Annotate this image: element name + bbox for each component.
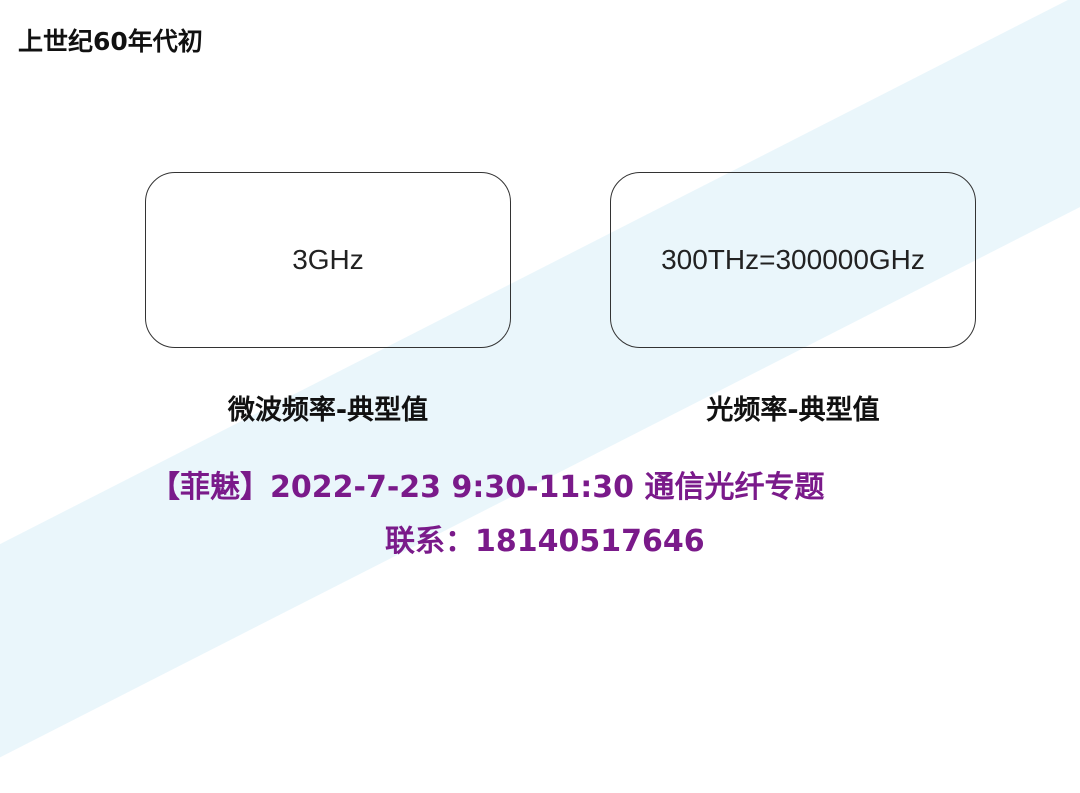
slide-title: 上世纪60年代初 — [18, 27, 203, 56]
watermark-line-2: 联系：18140517646 — [385, 524, 705, 559]
microwave-frequency-value: 3GHz — [292, 244, 364, 275]
optical-frequency-box: 300THz=300000GHz — [610, 172, 976, 348]
microwave-frequency-box: 3GHz — [145, 172, 511, 348]
optical-caption: 光频率-典型值 — [706, 395, 880, 426]
watermark-line-1: 【菲魅】2022-7-23 9:30-11:30 通信光纤专题 — [150, 470, 825, 505]
optical-frequency-value: 300THz=300000GHz — [661, 244, 925, 275]
microwave-caption: 微波频率-典型值 — [227, 395, 429, 426]
